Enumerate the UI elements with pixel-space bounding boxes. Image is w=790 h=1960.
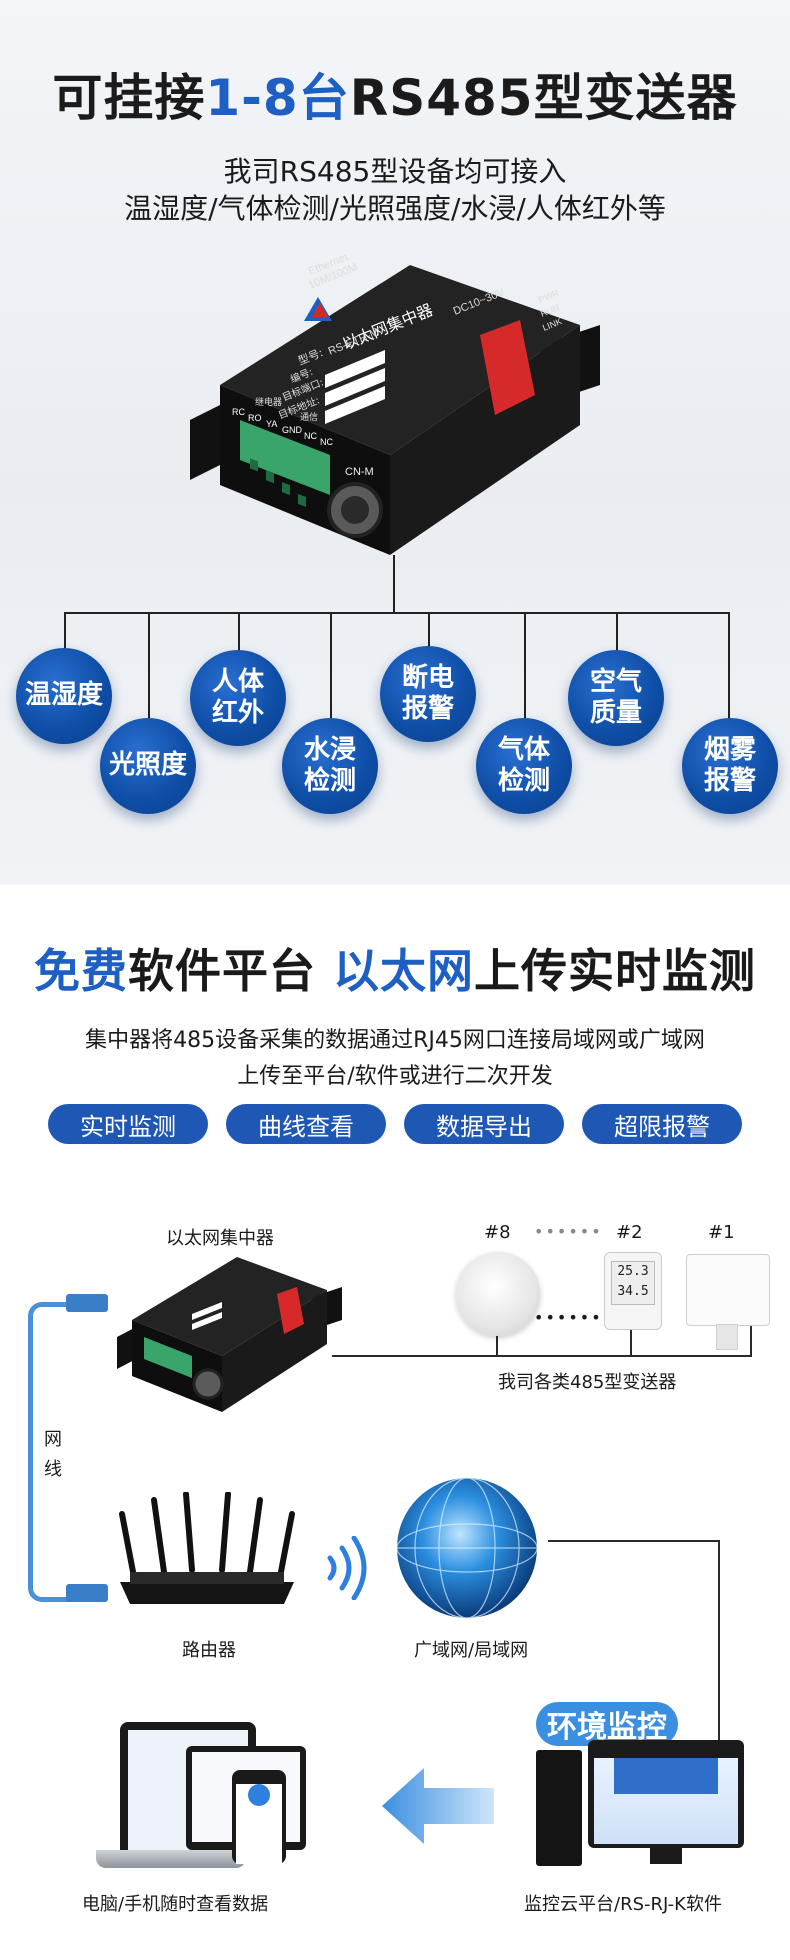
wall-sensor-icon [686, 1254, 770, 1326]
temp-humidity-sensor-icon: 25.3 34.5 [604, 1252, 662, 1330]
bubble-water-label: 水浸检测 [303, 734, 356, 796]
sensor-reading-1: 25.3 [617, 1264, 649, 1279]
hub-label: 以太网集中器 [166, 1228, 274, 1249]
device-term-group1: 继电器 [255, 396, 282, 408]
globe-icon [386, 1472, 548, 1624]
router-icon [112, 1491, 302, 1612]
software-subtitle-2: 上传至平台/软件或进行二次开发 [237, 1064, 553, 1089]
pill-export: 数据导出 [404, 1104, 564, 1144]
globe-link-v [718, 1540, 720, 1740]
compat-title-c: RS485型变送器 [349, 69, 738, 127]
compat-title-count: 1-8台 [205, 69, 350, 127]
tree-branch-4 [330, 612, 332, 730]
sensor-lcd: 25.3 34.5 [611, 1261, 655, 1305]
tree-branch-7 [616, 612, 618, 657]
phone-icon [232, 1770, 286, 1864]
devices-label: 电脑/手机随时查看数据 [82, 1894, 269, 1915]
bubble-infrared: 人体红外 [190, 650, 286, 746]
rj45-plug-bottom [66, 1584, 108, 1602]
bubble-infrared-label: 人体红外 [211, 666, 264, 728]
cloud-app-icon [248, 1784, 270, 1806]
compat-title-a: 可挂接 [52, 69, 206, 127]
pill-realtime: 实时监测 [48, 1104, 208, 1144]
compat-subtitle-1: 我司RS485型设备均可接入 [223, 155, 567, 188]
wall-sensor-probe [716, 1324, 738, 1350]
compat-subtitle-2: 温湿度/气体检测/光照强度/水浸/人体红外等 [124, 192, 666, 225]
tree-branch-6 [524, 612, 526, 730]
device-term-ro: RO [248, 413, 262, 423]
sensor-8-label: #8 [484, 1222, 511, 1243]
bubble-gas-label: 气体检测 [497, 734, 550, 796]
software-title-c: 以太网 [333, 944, 474, 998]
arrow-left-icon [382, 1762, 494, 1850]
bubble-smoke: 烟雾报警 [682, 718, 778, 814]
tree-branch-8 [728, 612, 730, 732]
sensor-dots-mid: •••••• [534, 1308, 603, 1327]
bubble-temp-humidity: 温湿度 [16, 648, 112, 744]
bubble-light: 光照度 [100, 718, 196, 814]
phone-screen [236, 1784, 282, 1864]
software-title-a: 免费 [33, 944, 128, 998]
monitor-banner: 环境监控 [536, 1702, 678, 1746]
tree-trunk [393, 555, 395, 613]
monitor-icon [588, 1740, 744, 1848]
monitor-window [614, 1758, 718, 1794]
wan-label: 广域网/局域网 [414, 1640, 529, 1661]
bubble-temp-humidity-label: 温湿度 [24, 680, 103, 711]
device-term-group2: 通信 [300, 411, 318, 423]
device-port-id: CN-M [345, 466, 374, 478]
wifi-icon [324, 1535, 370, 1601]
monitor-stand [650, 1848, 682, 1864]
network-cable [28, 1302, 103, 1602]
device-body: Ethernet 10M/100M DC10~30V PWR RUN LINK … [190, 174, 600, 555]
sensor-dots-top: •••••• [534, 1222, 603, 1241]
device-term-rc: RC [232, 407, 245, 417]
bus-drop-1 [750, 1322, 752, 1357]
rs485-bus-line [332, 1355, 752, 1357]
bubble-air-quality-label: 空气质量 [589, 666, 642, 728]
transmitters-label: 我司各类485型变送器 [498, 1372, 677, 1393]
software-subtitle-1: 集中器将485设备采集的数据通过RJ45网口连接局域网或广域网 [85, 1028, 705, 1053]
device-term-nc1: NC [304, 431, 317, 441]
bubble-gas: 气体检测 [476, 718, 572, 814]
bubble-power-alarm: 断电报警 [380, 646, 476, 742]
sensor-1-label: #1 [708, 1222, 735, 1243]
tree-bar [64, 612, 730, 614]
sensor-2-label: #2 [616, 1222, 643, 1243]
platform-label: 监控云平台/RS-RJ-K软件 [524, 1894, 722, 1915]
sensor-reading-2: 34.5 [617, 1284, 649, 1299]
bus-drop-2 [630, 1328, 632, 1357]
bubble-water: 水浸检测 [282, 718, 378, 814]
software-title-d: 上传实时监测 [474, 944, 756, 998]
device-term-ya: YA [266, 419, 277, 429]
bubble-light-label: 光照度 [108, 750, 187, 781]
monitor-screen [594, 1758, 738, 1844]
bubble-smoke-label: 烟雾报警 [703, 734, 756, 796]
ethernet-hub-device: Ethernet 10M/100M DC10~30V PWR RUN LINK … [180, 174, 600, 585]
router-label: 路由器 [182, 1640, 236, 1661]
tree-branch-5 [428, 612, 430, 654]
software-title-b: 软件平台 [127, 944, 333, 998]
pill-alarm: 超限报警 [582, 1104, 742, 1144]
pill-curve: 曲线查看 [226, 1104, 386, 1144]
device-led-pwr: PWR [537, 288, 561, 305]
bubble-air-quality: 空气质量 [568, 650, 664, 746]
section-compatibility: 可挂接1-8台RS485型变送器 我司RS485型设备均可接入 温湿度/气体检测… [0, 0, 790, 885]
rj45-plug-top [66, 1294, 108, 1312]
smoke-sensor-icon [456, 1252, 540, 1336]
tree-branch-2 [148, 612, 150, 754]
compat-title: 可挂接1-8台RS485型变送器 [0, 58, 790, 130]
device-term-nc2: NC [320, 437, 333, 447]
bubble-power-alarm-label: 断电报警 [401, 662, 454, 724]
globe-link-h [548, 1540, 720, 1542]
cable-label: 网线 [44, 1429, 62, 1480]
software-title: 免费软件平台 以太网上传实时监测 [0, 935, 790, 1001]
device-term-gnd: GND [282, 425, 303, 435]
hub-small-device [112, 1252, 342, 1422]
laptop-base-icon [96, 1850, 246, 1868]
pc-tower-icon [536, 1750, 582, 1866]
tree-branch-3 [238, 612, 240, 657]
